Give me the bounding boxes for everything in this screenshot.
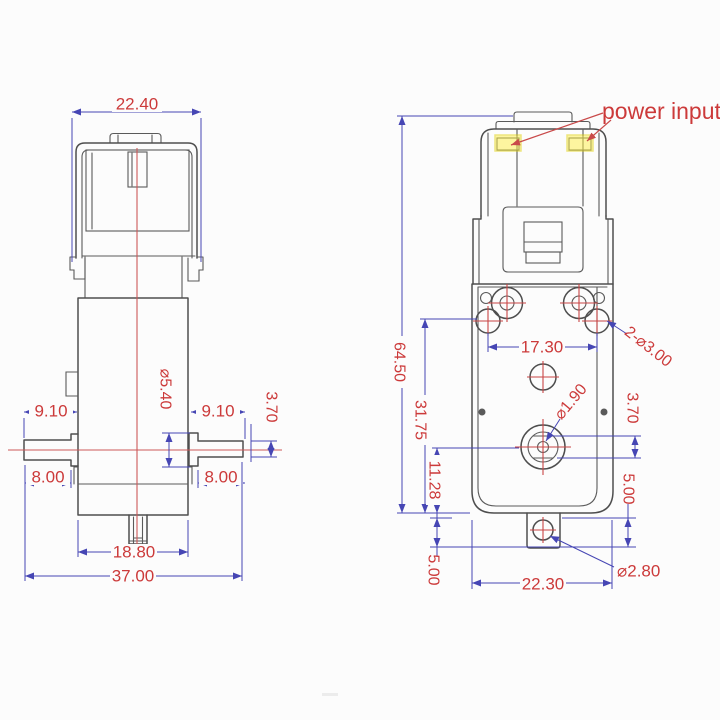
power-input-label: power input bbox=[602, 98, 720, 124]
dim-label-overall-width: 37.00 bbox=[112, 567, 155, 586]
front-top-cap bbox=[513, 111, 573, 123]
dim-tab-hole-diameter: ⌀2.80 bbox=[549, 535, 660, 581]
dim-pilot-hole-diameter: ⌀1.90 bbox=[545, 381, 591, 442]
dim-mount-to-bottom: 31.75 bbox=[412, 318, 477, 513]
power-input-annotation: power input bbox=[510, 98, 720, 146]
power-input-leader-right bbox=[586, 119, 612, 142]
dim-top-width: 22.40 bbox=[71, 95, 202, 262]
dim-label-shaft-flats-side: 3.70 bbox=[263, 391, 280, 422]
dim-output-shaft-flats: 3.70 bbox=[553, 392, 641, 459]
bracket-clip bbox=[502, 206, 584, 273]
bracket-front bbox=[472, 215, 614, 285]
dim-label-mount-spacing: 17.30 bbox=[521, 338, 564, 357]
dim-label-tab-offset-right: 5.00 bbox=[620, 473, 637, 504]
dim-shaft-boss-diameter: ⌀5.40 bbox=[157, 362, 190, 468]
dim-label-right-protrusion: 9.10 bbox=[201, 402, 234, 421]
dim-label-overall-height: 64.50 bbox=[391, 342, 408, 382]
dim-left-shaft-protrusion: 9.10 bbox=[23, 402, 77, 438]
dim-label-boss-diameter: ⌀5.40 bbox=[157, 369, 174, 410]
dim-label-right-shaft-length: 8.00 bbox=[204, 468, 237, 487]
dim-label-bottom-width: 22.30 bbox=[522, 575, 565, 594]
dim-label-tab-offset-left: 5.00 bbox=[425, 554, 442, 585]
dim-label-pilot-hole: ⌀1.90 bbox=[551, 381, 590, 423]
dim-label-shaft-to-bottom: 11.28 bbox=[426, 461, 443, 500]
dim-label-left-protrusion: 9.10 bbox=[34, 402, 67, 421]
dim-label-left-shaft-length: 8.00 bbox=[31, 468, 64, 487]
highlight-terminal-right bbox=[566, 134, 594, 152]
dim-mount-hole-spacing: 17.30 bbox=[487, 333, 598, 357]
motor-top-cap bbox=[109, 132, 162, 144]
pin-dot-left bbox=[478, 408, 486, 416]
power-input-leader-left bbox=[510, 112, 604, 146]
centerlines-side-view bbox=[8, 148, 282, 546]
bottom-mount-tab bbox=[526, 512, 561, 549]
dim-shaft-to-bottom: 11.28 bbox=[426, 447, 519, 513]
motor-can-front bbox=[480, 128, 607, 217]
watermark-smudge bbox=[322, 693, 338, 696]
gearbox-side bbox=[77, 297, 189, 516]
hole-center-marks bbox=[473, 284, 612, 543]
dim-label-output-flats: 3.70 bbox=[624, 392, 641, 423]
dim-label-mount-to-bottom: 31.75 bbox=[412, 400, 429, 440]
dim-label-gearbox-depth: 18.80 bbox=[113, 543, 156, 562]
motor-bracket-outer bbox=[75, 142, 198, 259]
bracket-foot-right bbox=[187, 256, 204, 282]
dim-bottom-width: 22.30 bbox=[471, 520, 613, 594]
pin-dot-right bbox=[600, 408, 608, 416]
gearbox-front-plate bbox=[471, 283, 614, 514]
dim-tab-offset-left: 5.00 bbox=[425, 513, 562, 586]
dim-overall-height: 64.50 bbox=[391, 115, 513, 514]
dim-label-mount-hole-note: 2-⌀3.00 bbox=[621, 323, 675, 370]
dim-label-tab-hole: ⌀2.80 bbox=[617, 562, 660, 581]
pin-hole-top-left bbox=[479, 291, 493, 305]
dim-left-shaft-length: 8.00 bbox=[24, 465, 72, 490]
front-cap-step bbox=[495, 120, 591, 130]
clip-tab bbox=[523, 221, 563, 253]
dim-label-top-width: 22.40 bbox=[116, 95, 159, 114]
dim-overall-width: 37.00 bbox=[24, 462, 243, 586]
bottom-shaft-stub bbox=[128, 514, 148, 545]
dim-shaft-across-flats-side: 3.70 bbox=[250, 391, 280, 462]
dim-right-shaft-protrusion: 9.10 bbox=[191, 402, 246, 439]
dim-gearbox-depth: 18.80 bbox=[77, 520, 189, 562]
gearbox-side-protrusion bbox=[65, 371, 79, 397]
dim-tab-offset-right: 5.00 bbox=[562, 473, 637, 548]
gear-motor-front-view bbox=[471, 111, 614, 549]
motor-end-bell bbox=[84, 256, 183, 299]
note-mount-holes: 2-⌀3.00 bbox=[606, 320, 675, 371]
dim-right-shaft-length: 8.00 bbox=[197, 468, 245, 488]
